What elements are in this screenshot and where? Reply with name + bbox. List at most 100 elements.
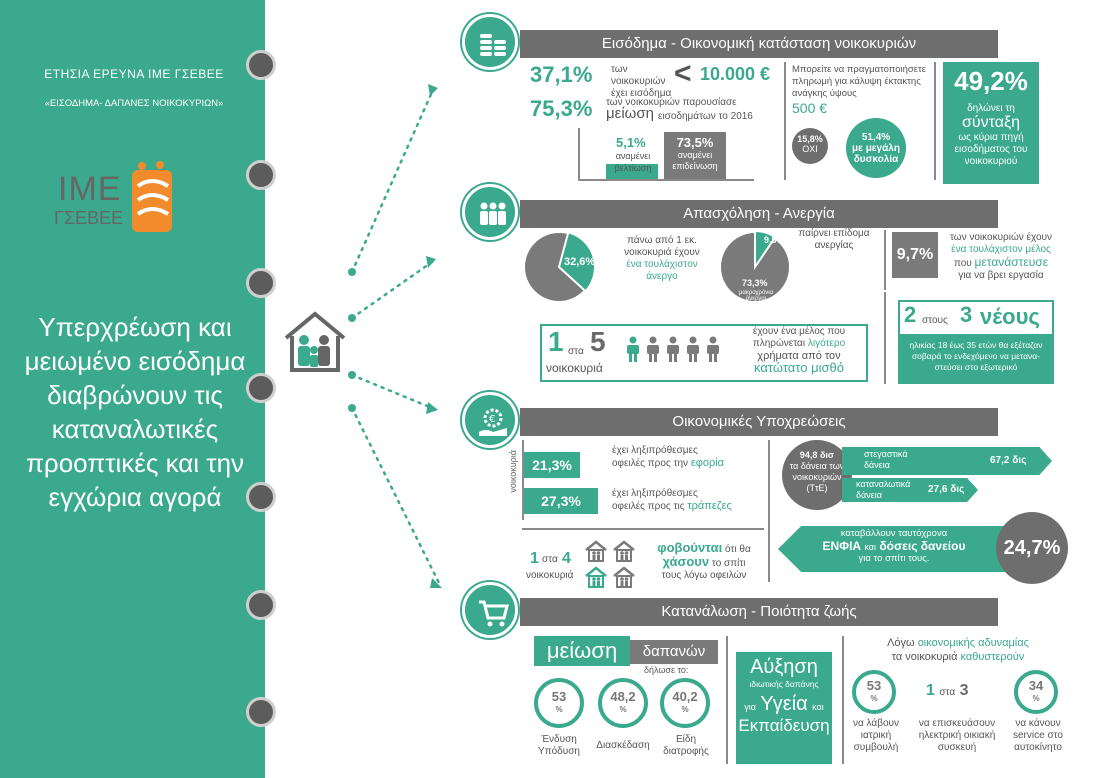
unemployed-text-c: ένα τουλάχιστον	[626, 259, 698, 270]
logo-mark-icon	[132, 161, 172, 232]
wheel-dot	[246, 482, 276, 512]
family-house-icon	[284, 311, 346, 372]
wheel-dot	[246, 268, 276, 298]
improvement-label: αναμένει βελτίωση	[614, 151, 652, 173]
for-word: για	[744, 702, 756, 712]
min-wage-one: 1	[548, 326, 564, 357]
loans-total-circle: 94,8 δισ τα δάνεια των νοικοκυριών (ΤτΕ)	[782, 440, 852, 510]
min-wage-text-d: χρήματα από τον	[757, 350, 841, 362]
min-wage-in: στα	[568, 346, 584, 357]
family-house-icon	[584, 540, 608, 562]
migration-text: των νοικοκυριών έχουν ένα τουλάχιστον μέ…	[946, 232, 1056, 282]
enfia-text-c: και	[864, 542, 877, 552]
bank-text-c: τράπεζες	[687, 500, 732, 512]
repair-in: στα	[939, 687, 956, 698]
consumption-section-header: Κατανάλωση - Ποιότητα ζωής	[520, 598, 998, 626]
divider	[884, 292, 886, 384]
delay-text-b: οικονομικής αδυναμίας	[917, 637, 1029, 649]
entertainment-pct: %	[619, 705, 627, 714]
pension-value: 49,2%	[954, 66, 1028, 96]
left-panel: ΕΤΗΣΙΑ ΕΡΕΥΝΑ ΙΜΕ ΓΣΕΒΕΕ «ΕΙΣΟΔΗΜΑ- ΔΑΠΑ…	[0, 0, 265, 778]
tax-text: έχει ληξιπρόθεσμες οφειλές προς την εφορ…	[612, 445, 724, 470]
entertainment-label: Διασκέδαση	[596, 740, 650, 751]
housing-loans-arrow: στεγαστικά δάνεια 67,2 δις	[842, 447, 1052, 475]
unemployed-pie-chart	[525, 231, 596, 301]
family-house-icon	[584, 566, 608, 588]
difficulty-circle: 51,4% με μεγάλη δυσκολία	[846, 118, 906, 178]
logo-text-top: ΙΜΕ	[58, 170, 122, 208]
car-service-label: να κάνουν service στο αυτοκίνητο	[1013, 718, 1063, 753]
deterioration-label: αναμένει επιδείνωση	[672, 150, 718, 171]
income-decrease-word: μείωση	[606, 105, 654, 122]
fear-text: φοβούνται ότι θα χάσουν το σπίτι τους λό…	[644, 541, 764, 582]
person-icon	[706, 336, 720, 362]
clothing-circle: 53%	[534, 678, 584, 728]
food-label: Είδη διατροφής	[663, 734, 709, 757]
survey-title: ΕΤΗΣΙΑ ΕΡΕΥΝΑ ΙΜΕ ΓΣΕΒΕΕ	[44, 67, 224, 81]
person-icon	[646, 336, 660, 362]
youth-three: 3	[960, 302, 973, 327]
long-term-label: μακροχρόνια άνεργοι	[738, 290, 774, 302]
migration-text-c: που	[953, 258, 972, 269]
min-wage-text-b: πληρώνεται	[752, 338, 806, 349]
food-value: 40,2	[672, 689, 698, 704]
unemployed-text-b: νοικοκυριά έχουν	[624, 247, 700, 258]
enfia-text-b: ΕΝΦΙΑ	[822, 539, 862, 553]
improvement-value: 5,1%	[616, 135, 646, 150]
deterioration-value: 73,5%	[676, 135, 714, 150]
deterioration-bar: 73,5% αναμένει επιδείνωση	[664, 132, 726, 179]
entertainment-circle: 48,2%	[598, 678, 648, 728]
obligations-section-header: Οικονομικές Υποχρεώσεις	[520, 408, 998, 436]
fear-in: στα	[542, 554, 558, 565]
food-circle: 40,2%	[660, 678, 710, 728]
medical-value: 53	[866, 678, 882, 693]
wheel-dot	[246, 590, 276, 620]
svg-text:€: €	[489, 414, 495, 425]
repair-one: 1	[926, 682, 935, 699]
tax-value: 21,3%	[524, 452, 580, 478]
spending-word: δαπανών	[630, 640, 718, 664]
car-service-value: 34	[1028, 678, 1044, 693]
health-word: Υγεία	[760, 693, 808, 715]
youth-two: 2	[904, 302, 917, 327]
medical-label: να λάβουν ιατρική συμβουλή	[853, 718, 899, 753]
housing-loans-value: 67,2 δις	[990, 455, 1027, 466]
income-decrease-text-a: των νοικοκυριών παρουσίασε	[606, 97, 737, 108]
health-education-box: Αύξηση ιδιωτικής δαπάνης για Υγεία και Ε…	[736, 652, 832, 764]
car-service-pct: %	[1032, 694, 1040, 703]
bank-text-a: έχει ληξιπρόθεσμες	[612, 488, 698, 499]
income-decrease-percent: 75,3%	[530, 96, 593, 121]
migration-text-d: μετανάστευσε	[974, 255, 1049, 269]
bank-text-b: οφειλές προς τις	[612, 501, 685, 512]
loans-total-text: τα δάνεια των νοικοκυριών (ΤτΕ)	[789, 461, 845, 493]
medical-circle: 53%	[852, 670, 896, 714]
difficulty-value: 51,4%	[861, 132, 891, 143]
delay-text-d: καθυστερούν	[960, 651, 1025, 663]
pension-text-c: ως κύρια πηγή εισοδήματος του νοικοκυριο…	[954, 132, 1028, 167]
divider	[784, 62, 786, 180]
declared-label: δήλωσε το:	[644, 665, 689, 675]
repair-label: να επισκευάσουν ηλεκτρική οικιακή συσκευ…	[918, 718, 996, 753]
no-label: ΟΧΙ	[802, 144, 818, 154]
tax-text-c: εφορία	[690, 457, 725, 469]
no-circle: 15,8% ΟΧΙ	[792, 128, 828, 164]
clothing-label: Ένδυση Υπόδυση	[538, 734, 580, 757]
repair-three: 3	[959, 682, 969, 699]
enfia-value: 24,7%	[996, 512, 1068, 584]
enfia-text-e: για το σπίτι τους.	[858, 553, 930, 564]
family-house-icon	[612, 540, 636, 562]
income-decrease-text-c: εισοδημάτων το 2016	[658, 111, 753, 122]
person-icon	[666, 336, 680, 362]
enfia-text-a: καταβάλλουν ταυτόχρονα	[840, 528, 948, 539]
fear-text-d: το σπίτι	[711, 558, 746, 569]
income-low-percent: 37,1%	[530, 62, 593, 87]
delay-text-a: Λόγω	[887, 637, 915, 649]
improvement-bar	[606, 164, 658, 179]
ime-gsevee-logo: ΙΜΕ ΓΣΕΒΕΕ	[40, 158, 200, 248]
repair-ratio: 1 στα 3	[926, 682, 968, 700]
delay-text: Λόγω οικονομικής αδυναμίας τα νοικοκυριά…	[850, 636, 1066, 664]
unemployed-pie-value: 32,6%	[564, 256, 596, 268]
unemployed-text-d: άνεργο	[646, 271, 678, 282]
survey-subtitle: «ΕΙΣΟΔΗΜΑ- ΔΑΠΑΝΕΣ ΝΟΙΚΟΚΥΡΙΩΝ»	[44, 98, 224, 109]
fear-text-c: χάσουν	[662, 554, 710, 569]
